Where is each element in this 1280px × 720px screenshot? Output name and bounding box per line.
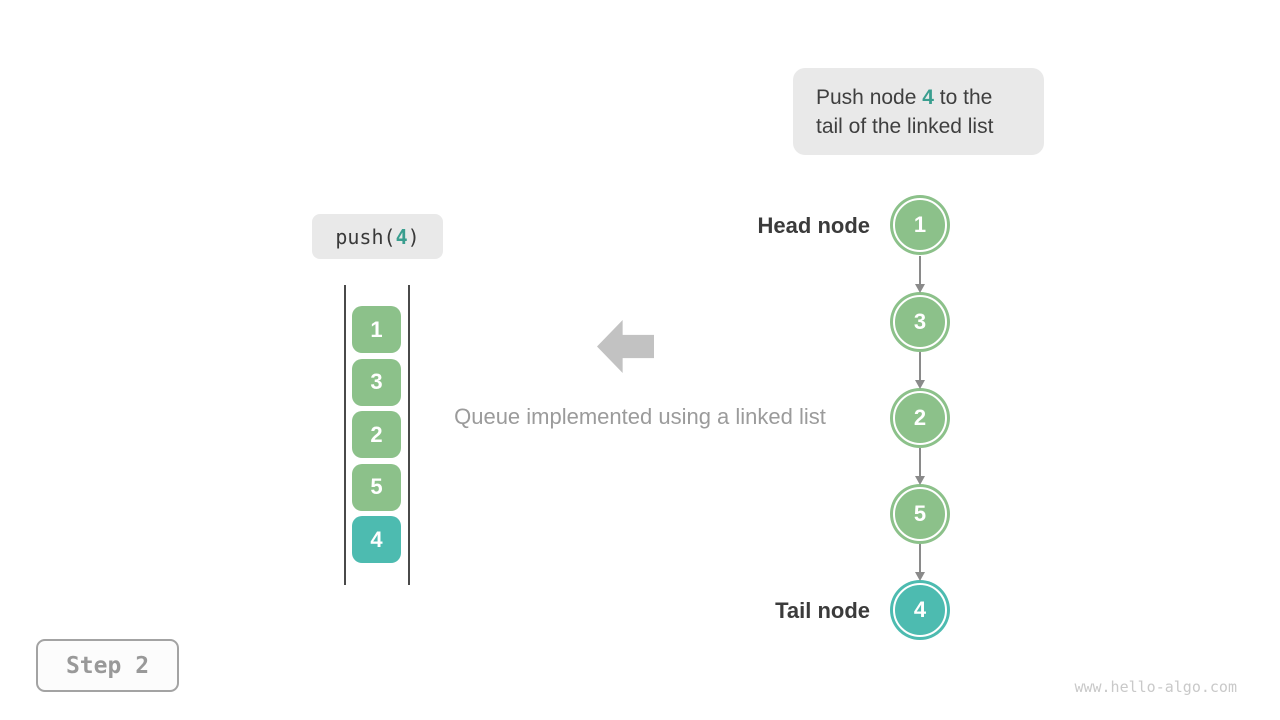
operation-text-after: ) (407, 224, 420, 249)
stack-item: 3 (352, 358, 401, 406)
arrow-down-connector-icon (915, 448, 925, 485)
list-node: 1 (893, 198, 947, 252)
arrow-down-connector-icon (915, 256, 925, 293)
list-node: 3 (893, 295, 947, 349)
operation-highlight-value: 4 (395, 224, 408, 249)
callout-text-after: to the (933, 85, 993, 109)
watermark-url: www.hello-algo.com (1074, 678, 1237, 696)
callout-line-2: tail of the linked list (816, 114, 994, 138)
queue-stack: 1 3 2 5 4 (352, 306, 401, 563)
list-node-highlighted: 4 (893, 583, 947, 637)
callout-line-1: Push node 4 to the (816, 83, 1044, 112)
operation-push-box: push(4) (312, 214, 443, 259)
arrow-down-connector-icon (915, 352, 925, 389)
stack-item: 1 (352, 306, 401, 353)
stack-item: 2 (352, 411, 401, 458)
operation-text-before: push( (335, 224, 396, 249)
list-node: 5 (893, 487, 947, 541)
head-node-label: Head node (757, 213, 870, 238)
stack-right-wall (408, 285, 410, 585)
callout-highlight-value: 4 (922, 85, 934, 109)
step-badge: Step 2 (36, 639, 179, 692)
callout-text-before: Push node (816, 85, 923, 109)
callout-push-node: Push node 4 to the tail of the linked li… (793, 68, 1044, 155)
diagram-caption: Queue implemented using a linked list (454, 404, 826, 429)
tail-node-label: Tail node (775, 598, 870, 623)
stack-item-highlighted: 4 (352, 516, 401, 563)
stack-item: 5 (352, 463, 401, 511)
left-block-arrow-icon (597, 320, 654, 373)
list-node: 2 (893, 391, 947, 445)
arrow-down-connector-icon (915, 544, 925, 581)
stack-left-wall (344, 285, 346, 585)
